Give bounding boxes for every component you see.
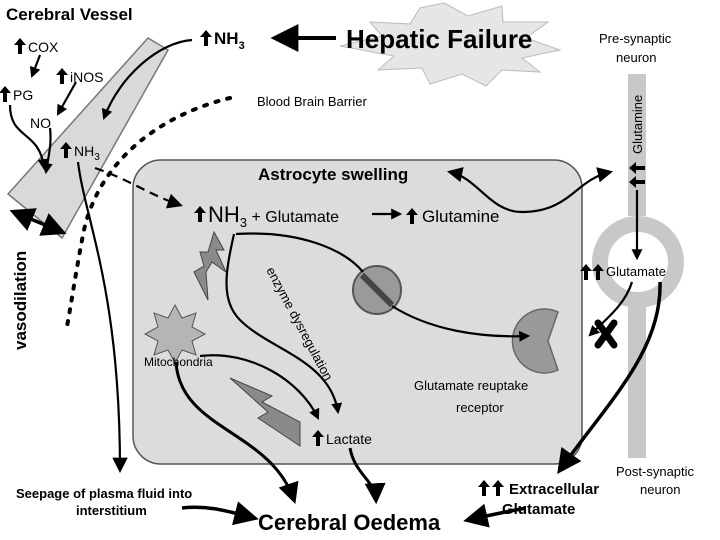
mitochondria-label: Mitochondria xyxy=(144,355,213,369)
no-label: NO xyxy=(30,115,51,131)
glutamine-vertical-label: Glutamine xyxy=(630,95,645,154)
nh3-vessel-label: NH3 xyxy=(74,143,100,163)
blood-brain-barrier-line xyxy=(64,96,232,334)
block-x-icon xyxy=(594,319,618,349)
nh3-top-label: NH3 xyxy=(214,29,245,52)
up-arrow-icon xyxy=(14,38,26,54)
pg-label: PG xyxy=(13,87,33,103)
up-arrow-icon xyxy=(492,480,504,496)
lightning-icon xyxy=(229,377,301,447)
extracellular-label-1: Extracellular xyxy=(509,481,599,498)
star-burst-icon xyxy=(339,2,562,87)
blood-brain-barrier-label: Blood Brain Barrier xyxy=(257,94,367,109)
lactate-label: Lactate xyxy=(326,431,372,447)
postsynaptic-neuron-label: neuron xyxy=(640,482,680,497)
up-arrow-icon xyxy=(56,68,68,84)
presynaptic-label: Pre-synaptic xyxy=(599,31,672,46)
cerebral-vessel-label: Cerebral Vessel xyxy=(6,5,133,24)
cerebral-oedema-label: Cerebral Oedema xyxy=(258,510,441,535)
cox-label: COX xyxy=(28,39,59,55)
postsynaptic-label: Post-synaptic xyxy=(616,464,695,479)
inhibit-icon xyxy=(352,265,402,315)
nh3-astro-label: NH3 + Glutamate xyxy=(208,202,339,230)
up-arrow-icon xyxy=(200,30,212,46)
extracellular-label-2: Glutamate xyxy=(502,501,575,518)
reuptake-receptor-icon xyxy=(511,308,559,374)
reuptake-label-1: Glutamate reuptake xyxy=(414,378,528,393)
connector-arrows xyxy=(8,24,662,528)
presynaptic-neuron-label: neuron xyxy=(616,50,656,65)
vasodilation-label: vasodilation xyxy=(11,251,30,350)
up-arrow-icon xyxy=(478,480,490,496)
seepage-label-1: Seepage of plasma fluid into xyxy=(16,486,192,501)
lightning-icon xyxy=(193,230,228,301)
reuptake-label-2: receptor xyxy=(456,400,504,415)
inos-label: iNOS xyxy=(70,69,103,85)
cerebral-vessel-shape xyxy=(6,37,170,240)
hepatic-failure-label: Hepatic Failure xyxy=(346,24,532,54)
astrocyte-cell xyxy=(132,159,583,465)
astrocyte-swelling-label: Astrocyte swelling xyxy=(258,165,408,184)
glutamate-neuron-label: Glutamate xyxy=(606,264,666,279)
glutamine-astro-label: Glutamine xyxy=(422,207,499,226)
up-arrow-icon xyxy=(0,86,11,102)
seepage-label-2: interstitium xyxy=(76,503,147,518)
